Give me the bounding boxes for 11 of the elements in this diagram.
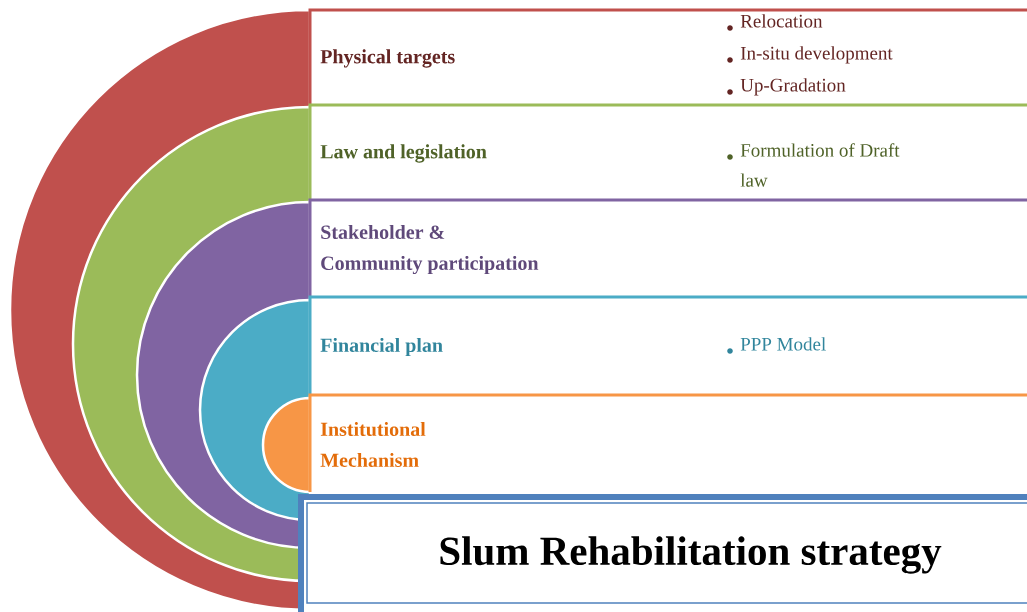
bullet-item: In-situ development — [740, 46, 893, 64]
row-heading: Law and legislation — [320, 144, 487, 163]
row-heading: Physical targets — [320, 49, 455, 68]
row-heading: Institutional Mechanism — [320, 421, 426, 468]
bullet-item: Relocation — [740, 14, 823, 28]
title-box: Slum Rehabilitation strategy — [298, 494, 1027, 612]
row-heading: Stakeholder & Community participation — [321, 224, 539, 275]
bullet-item: Formulation of Draft law — [740, 143, 900, 187]
row-heading: Financial plan — [320, 337, 443, 357]
bullet-item: Up-Gradation — [740, 78, 846, 96]
bullet-item: PPP Model — [740, 337, 826, 351]
